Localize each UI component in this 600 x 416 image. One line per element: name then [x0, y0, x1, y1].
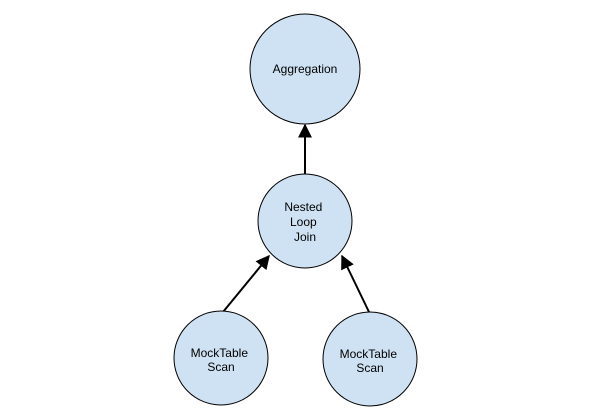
svg-text:Nested Loop Join: Nested Loop Join	[284, 200, 325, 244]
edges	[222, 123, 370, 313]
node-nested-loop-join-label-line-1: Nested	[284, 200, 322, 214]
node-nested-loop-join-circle	[257, 173, 353, 269]
node-mocktable-scan-right-label-line-1: MockTable	[340, 347, 398, 361]
node-mocktable-scan-left-label-line-1: MockTable	[191, 346, 249, 360]
node-nested-loop-join: Nested Loop Join	[257, 173, 353, 269]
node-nested-loop-join-label-line-3: Join	[294, 230, 316, 244]
edge-right-scan-to-join	[341, 254, 370, 313]
node-aggregation-label: Aggregation	[273, 62, 338, 76]
node-mocktable-scan-right-label-line-2: Scan	[356, 361, 383, 375]
svg-text:Aggregation: Aggregation	[273, 62, 338, 76]
node-mocktable-scan-right: MockTable Scan	[322, 311, 418, 407]
node-aggregation: Aggregation	[249, 13, 361, 125]
node-mocktable-scan-left-label-line-2: Scan	[207, 360, 234, 374]
svg-text:MockTable Scan: MockTable Scan	[340, 347, 401, 375]
svg-text:MockTable Scan: MockTable Scan	[191, 346, 252, 374]
node-mocktable-scan-left: MockTable Scan	[173, 310, 269, 406]
node-nested-loop-join-label-line-2: Loop	[290, 215, 317, 229]
node-aggregation-circle	[249, 13, 361, 125]
edge-left-scan-to-join	[222, 254, 270, 313]
node-mocktable-scan-right-circle	[322, 311, 418, 407]
node-mocktable-scan-left-circle	[173, 310, 269, 406]
